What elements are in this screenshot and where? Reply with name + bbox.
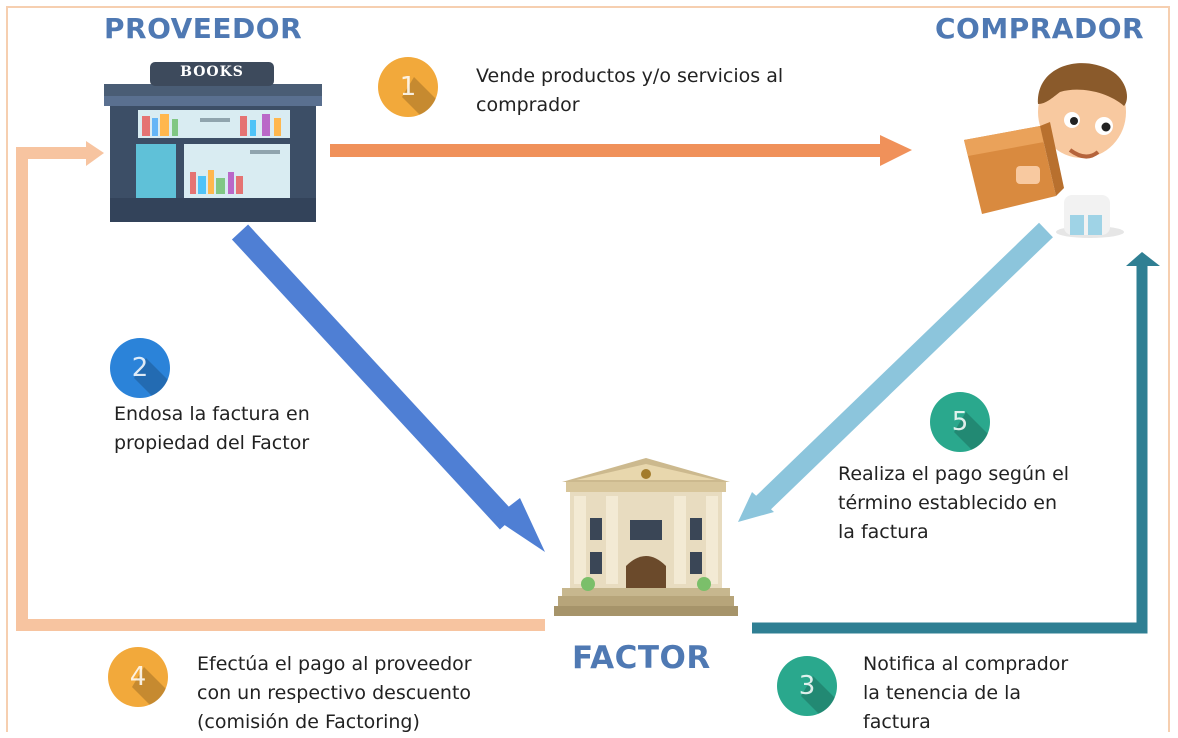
proveedor-title: PROVEEDOR xyxy=(104,12,303,45)
step-4-line-3: (comisión de Factoring) xyxy=(197,711,420,733)
step-4-line-2: con un respectivo descuento xyxy=(197,682,472,704)
comprador-title: COMPRADOR xyxy=(935,12,1145,45)
diagram-frame xyxy=(6,6,1170,732)
step-5-line-2: término establecido en xyxy=(838,492,1058,514)
arrow-step-2 xyxy=(231,224,545,552)
step-2-line-1: Endosa la factura en xyxy=(114,403,310,425)
step-1-line-2: comprador xyxy=(476,94,580,116)
step-3-text: Notifica al comprador la tenencia de la … xyxy=(863,650,1068,737)
arrow-step-1 xyxy=(330,135,912,166)
arrow-step-3 xyxy=(752,252,1160,634)
step-5-text: Realiza el pago según el término estable… xyxy=(838,460,1069,547)
step-2-text: Endosa la factura en propiedad del Facto… xyxy=(114,400,310,458)
step-3-line-2: la tenencia de la xyxy=(863,682,1021,704)
step-1-text: Vende productos y/o servicios al comprad… xyxy=(476,62,783,120)
step-3-line-3: factura xyxy=(863,711,931,733)
arrow-step-4 xyxy=(16,141,545,631)
books-sign: BOOKS xyxy=(180,64,244,80)
step-5-line-3: la factura xyxy=(838,521,929,543)
step-1-badge: 1 xyxy=(378,57,438,117)
step-2-line-2: propiedad del Factor xyxy=(114,432,310,454)
step-3-badge: 3 xyxy=(777,656,837,716)
step-4-text: Efectúa el pago al proveedor con un resp… xyxy=(197,650,472,737)
step-4-badge: 4 xyxy=(108,647,168,707)
step-5-badge: 5 xyxy=(930,392,990,452)
factor-title: FACTOR xyxy=(572,640,711,676)
step-3-line-1: Notifica al comprador xyxy=(863,653,1069,675)
step-2-badge: 2 xyxy=(110,338,170,398)
step-1-line-1: Vende productos y/o servicios al xyxy=(476,65,784,87)
step-4-line-1: Efectúa el pago al proveedor xyxy=(197,653,472,675)
step-5-line-1: Realiza el pago según el xyxy=(838,463,1070,485)
arrow-step-5 xyxy=(738,222,1053,522)
